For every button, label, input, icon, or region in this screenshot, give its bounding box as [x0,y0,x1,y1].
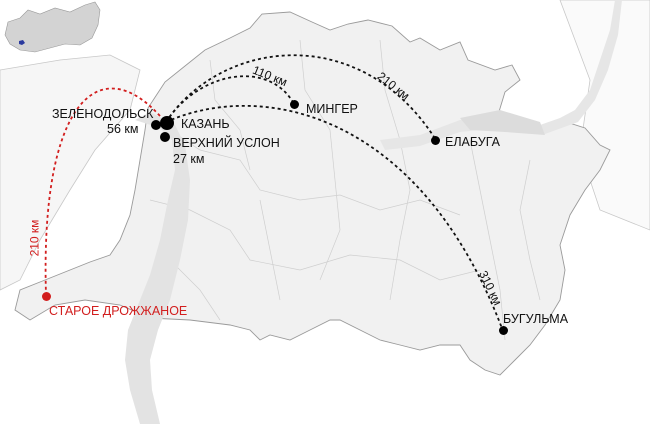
verkhniy-uslon-marker[interactable] [160,132,170,142]
staroe-drozhzhanoe-label: СТАРОЕ ДРОЖЖАНОЕ [49,304,188,318]
staroe-drozhzhanoe-marker[interactable] [42,292,51,301]
staroe-drozhzhanoe-route-distance: 210 км [27,219,42,257]
route-kazan-elabuga [165,54,437,141]
zelenodolsk-distance: 56 км [107,122,139,136]
minger-marker[interactable] [290,100,299,109]
kama-reservoir [460,110,545,135]
route-kazan-staroe-drozhzhanoe [44,87,161,296]
tatarstan-highlight [19,40,25,45]
russia-inset-map [4,1,101,53]
district-borders [149,39,541,341]
elabuga-marker[interactable] [431,136,440,145]
elabuga-label: ЕЛАБУГА [445,135,501,149]
verkhniy-uslon-distance: 27 км [173,152,205,166]
kazan-marker[interactable] [160,116,174,130]
zelenodolsk-marker[interactable] [151,120,161,130]
minger-label: МИНГЕР [306,102,358,116]
surrounding-land-east [559,0,650,231]
kazan-label: КАЗАНЬ [181,117,230,131]
route-kazan-bugulma [165,105,504,332]
russia-locator-inset [2,2,107,62]
volga-river [125,112,190,424]
zelenodolsk-label: ЗЕЛЕНОДОЛЬСК [52,107,154,121]
surrounding-land [0,54,141,291]
bugulma-marker[interactable] [499,326,508,335]
verkhniy-uslon-label: ВЕРХНИЙ УСЛОН [173,136,280,150]
bugulma-label: БУГУЛЬМА [503,312,569,326]
routes [44,54,504,332]
